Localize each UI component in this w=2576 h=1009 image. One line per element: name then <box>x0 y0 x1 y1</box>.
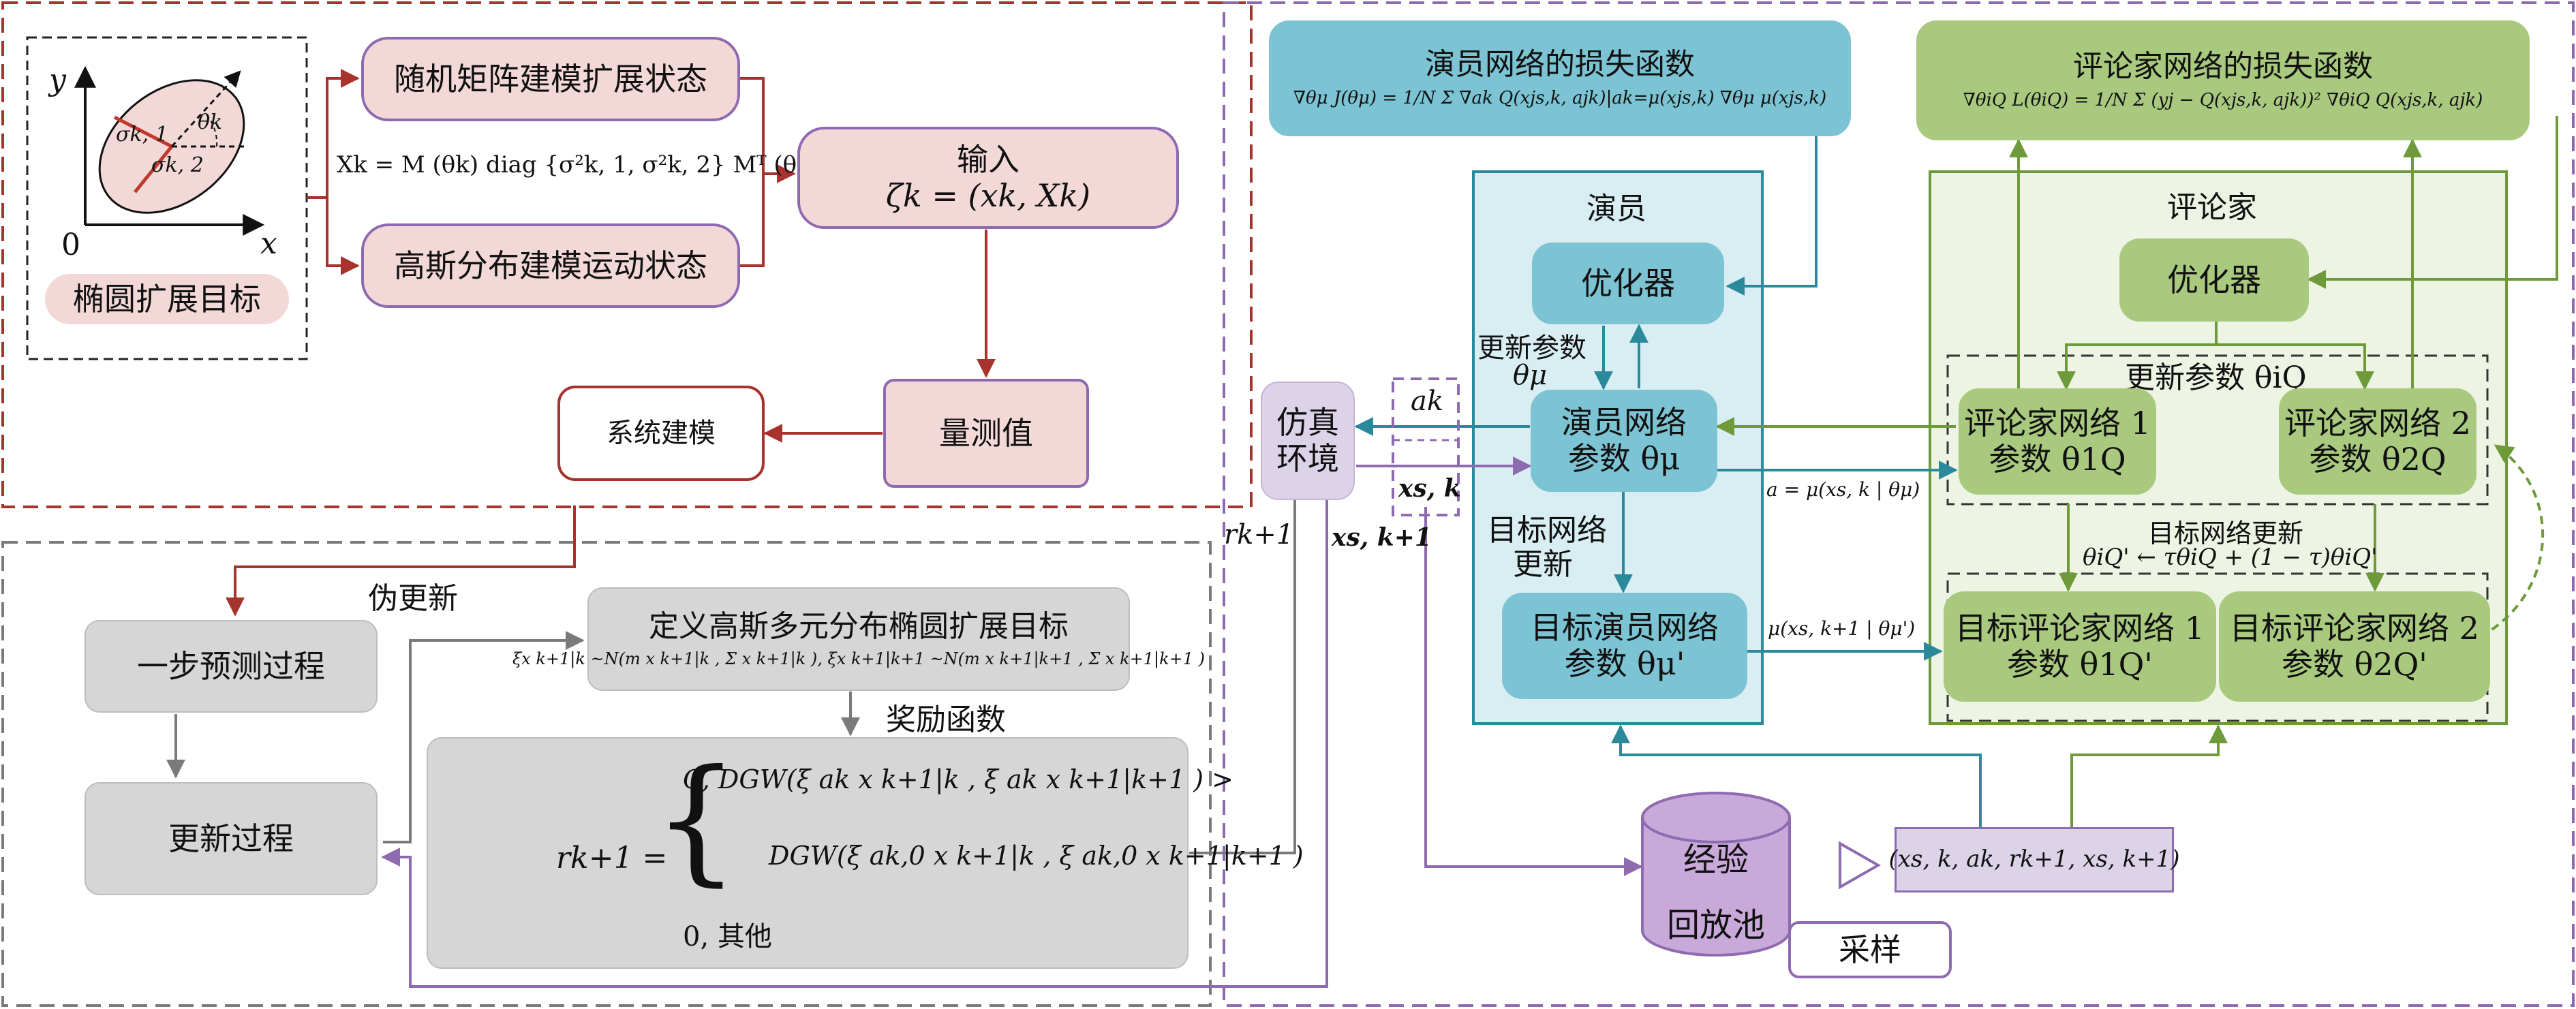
actor-network-box[interactable]: 演员网络 参数 θμ <box>1531 390 1717 492</box>
reward-label: 奖励函数 <box>886 702 1006 737</box>
actor-optimizer-box[interactable]: 优化器 <box>1532 243 1724 324</box>
actor-group-title: 演员 <box>1586 191 1646 226</box>
reward-case1-a: C, DGW(ξ ak x k+1|k , ξ ak x k+1|k+1 ) > <box>683 764 1233 794</box>
reward-brace: { <box>653 741 740 899</box>
arrow-env-to-replay <box>1424 507 1643 876</box>
critic2-box[interactable]: 评论家网络 2 参数 θ2Q <box>2279 388 2477 495</box>
arrow-critic-loss-to-optimizer <box>2307 116 2558 289</box>
panel-top-left <box>1 1 1253 508</box>
axis-origin-label: 0 <box>61 228 80 262</box>
actor-theta-mu: θμ <box>1513 360 1548 391</box>
target-update-formula: θiQ' ← τθiQ + (1 − τ)θiQ' <box>2083 544 2378 571</box>
arrow-target-critic2-to-critic2 <box>2468 444 2545 645</box>
system-model-box[interactable]: 系统建模 <box>557 386 765 481</box>
critic-update-params: 更新参数 θiQ <box>2125 360 2307 395</box>
replay-line2: 回放池 <box>1667 906 1766 944</box>
formula-X: Xk = M (θk) diag {σ²k, 1, σ²k, 2} Mᵀ (θk… <box>337 151 820 178</box>
action-dashed-box <box>1392 377 1460 516</box>
define-target-box[interactable]: 定义高斯多元分布椭圆扩展目标 ξx k+1|k ~N(m x k+1|k , Σ… <box>512 587 1205 691</box>
random-matrix-box[interactable]: 随机矩阵建模扩展状态 <box>361 37 740 121</box>
axis-y-label: y <box>49 63 66 97</box>
theta-arc <box>204 112 218 147</box>
target-critic1-box[interactable]: 目标评论家网络 1 参数 θ1Q' <box>1944 591 2216 702</box>
critic1-box[interactable]: 评论家网络 1 参数 θ1Q <box>1959 388 2156 495</box>
arrow-env-state-to-update <box>381 461 1328 988</box>
critic-group-title: 评论家 <box>2167 190 2257 225</box>
pseudo-update-label: 伪更新 <box>368 581 458 616</box>
target-critic2-box[interactable]: 目标评论家网络 2 参数 θ2Q' <box>2219 591 2490 702</box>
arrow-actor-loss-to-optimizer <box>1726 136 1818 296</box>
gaussian-box[interactable]: 高斯分布建模运动状态 <box>361 223 740 308</box>
r-k1-label: rk+1 <box>1224 519 1294 550</box>
target-net-update-label: 目标网络更新 <box>2148 518 2304 548</box>
arrow-gaussian-to-input <box>739 174 765 267</box>
target-update-line2: 更新 <box>1513 547 1573 582</box>
theta-label: θk <box>198 110 223 134</box>
target-action-formula: μ(xs, k+1 | θμ') <box>1768 617 1916 640</box>
arrow-update-to-define <box>383 631 585 843</box>
sigma2-axis <box>134 145 173 193</box>
replay-buffer-cylinder <box>1641 792 1791 957</box>
a-k-label: ak <box>1411 386 1444 417</box>
arrow-sample-to-critic <box>2070 724 2228 827</box>
replay-line1: 经验 <box>1683 841 1749 879</box>
x-sk1-label: xs, k+1 <box>1332 523 1432 552</box>
target-update-line1: 目标网络 <box>1487 513 1607 548</box>
arrow-optimizer-to-critic2 <box>2216 343 2374 390</box>
x-sk-label: xs, k <box>1398 474 1461 503</box>
sim-env-box[interactable]: 仿真 环境 <box>1261 382 1355 500</box>
reward-lhs: rk+1 = <box>556 841 668 875</box>
critic-loss-box[interactable]: 评论家网络的损失函数 ∇θiQ L(θiQ) = 1/N Σ (yj − Q(x… <box>1916 20 2530 140</box>
panel-right <box>1223 1 2575 1007</box>
panel-bottom-left <box>1 541 1212 1007</box>
sigma2-label: σk, 2 <box>151 153 204 177</box>
arrow-random-matrix-to-input <box>739 77 796 183</box>
action-formula: a = μ(xs, k | θμ) <box>1766 478 1920 501</box>
arrow-sample-to-actor <box>1611 724 1982 827</box>
reward-case1-b: DGW(ξ ak,0 x k+1|k , ξ ak,0 x k+1|k+1 ) <box>769 841 1304 871</box>
arrow-optimizer-update-split <box>2057 320 2218 390</box>
rotation-axis <box>170 70 241 148</box>
update-process-box[interactable]: 更新过程 <box>85 782 378 895</box>
critic-update-dashed <box>1946 354 2489 506</box>
ellipse-caption: 椭圆扩展目标 <box>45 274 289 324</box>
axis-x-label: x <box>260 226 277 261</box>
arrow-system-model-to-predict <box>226 506 576 617</box>
sigma1-label: σk, 1 <box>116 123 168 146</box>
tuple-box: (xs, k, ak, rk+1, xs, k+1) <box>1888 827 2180 892</box>
input-box[interactable]: 输入 ζk = (xk, Xk) <box>797 127 1179 229</box>
arrow-ellipse-to-branches <box>307 69 360 199</box>
sample-box[interactable]: 采样 <box>1788 921 1952 978</box>
sigma1-axis <box>113 115 173 149</box>
reward-case2: 0, 其他 <box>683 921 772 952</box>
one-step-predict-box[interactable]: 一步预测过程 <box>85 620 378 713</box>
actor-loss-box[interactable]: 演员网络的损失函数 ∇θμ J(θμ) = 1/N Σ ∇ak Q(xjs,k,… <box>1269 20 1851 136</box>
actor-update-params: 更新参数 <box>1477 332 1586 364</box>
critic-optimizer-box[interactable]: 优化器 <box>2119 238 2309 322</box>
measurement-box[interactable]: 量测值 <box>883 379 1089 488</box>
reward-box[interactable]: rk+1 = { C, DGW(ξ ak x k+1|k , ξ ak x k+… <box>427 737 1304 969</box>
target-actor-box[interactable]: 目标演员网络 参数 θμ' <box>1502 593 1747 699</box>
arrow-ellipse-to-gaussian <box>326 198 360 275</box>
arrow-reward-to-env <box>1189 459 1304 854</box>
play-triangle-icon <box>1839 841 1882 890</box>
